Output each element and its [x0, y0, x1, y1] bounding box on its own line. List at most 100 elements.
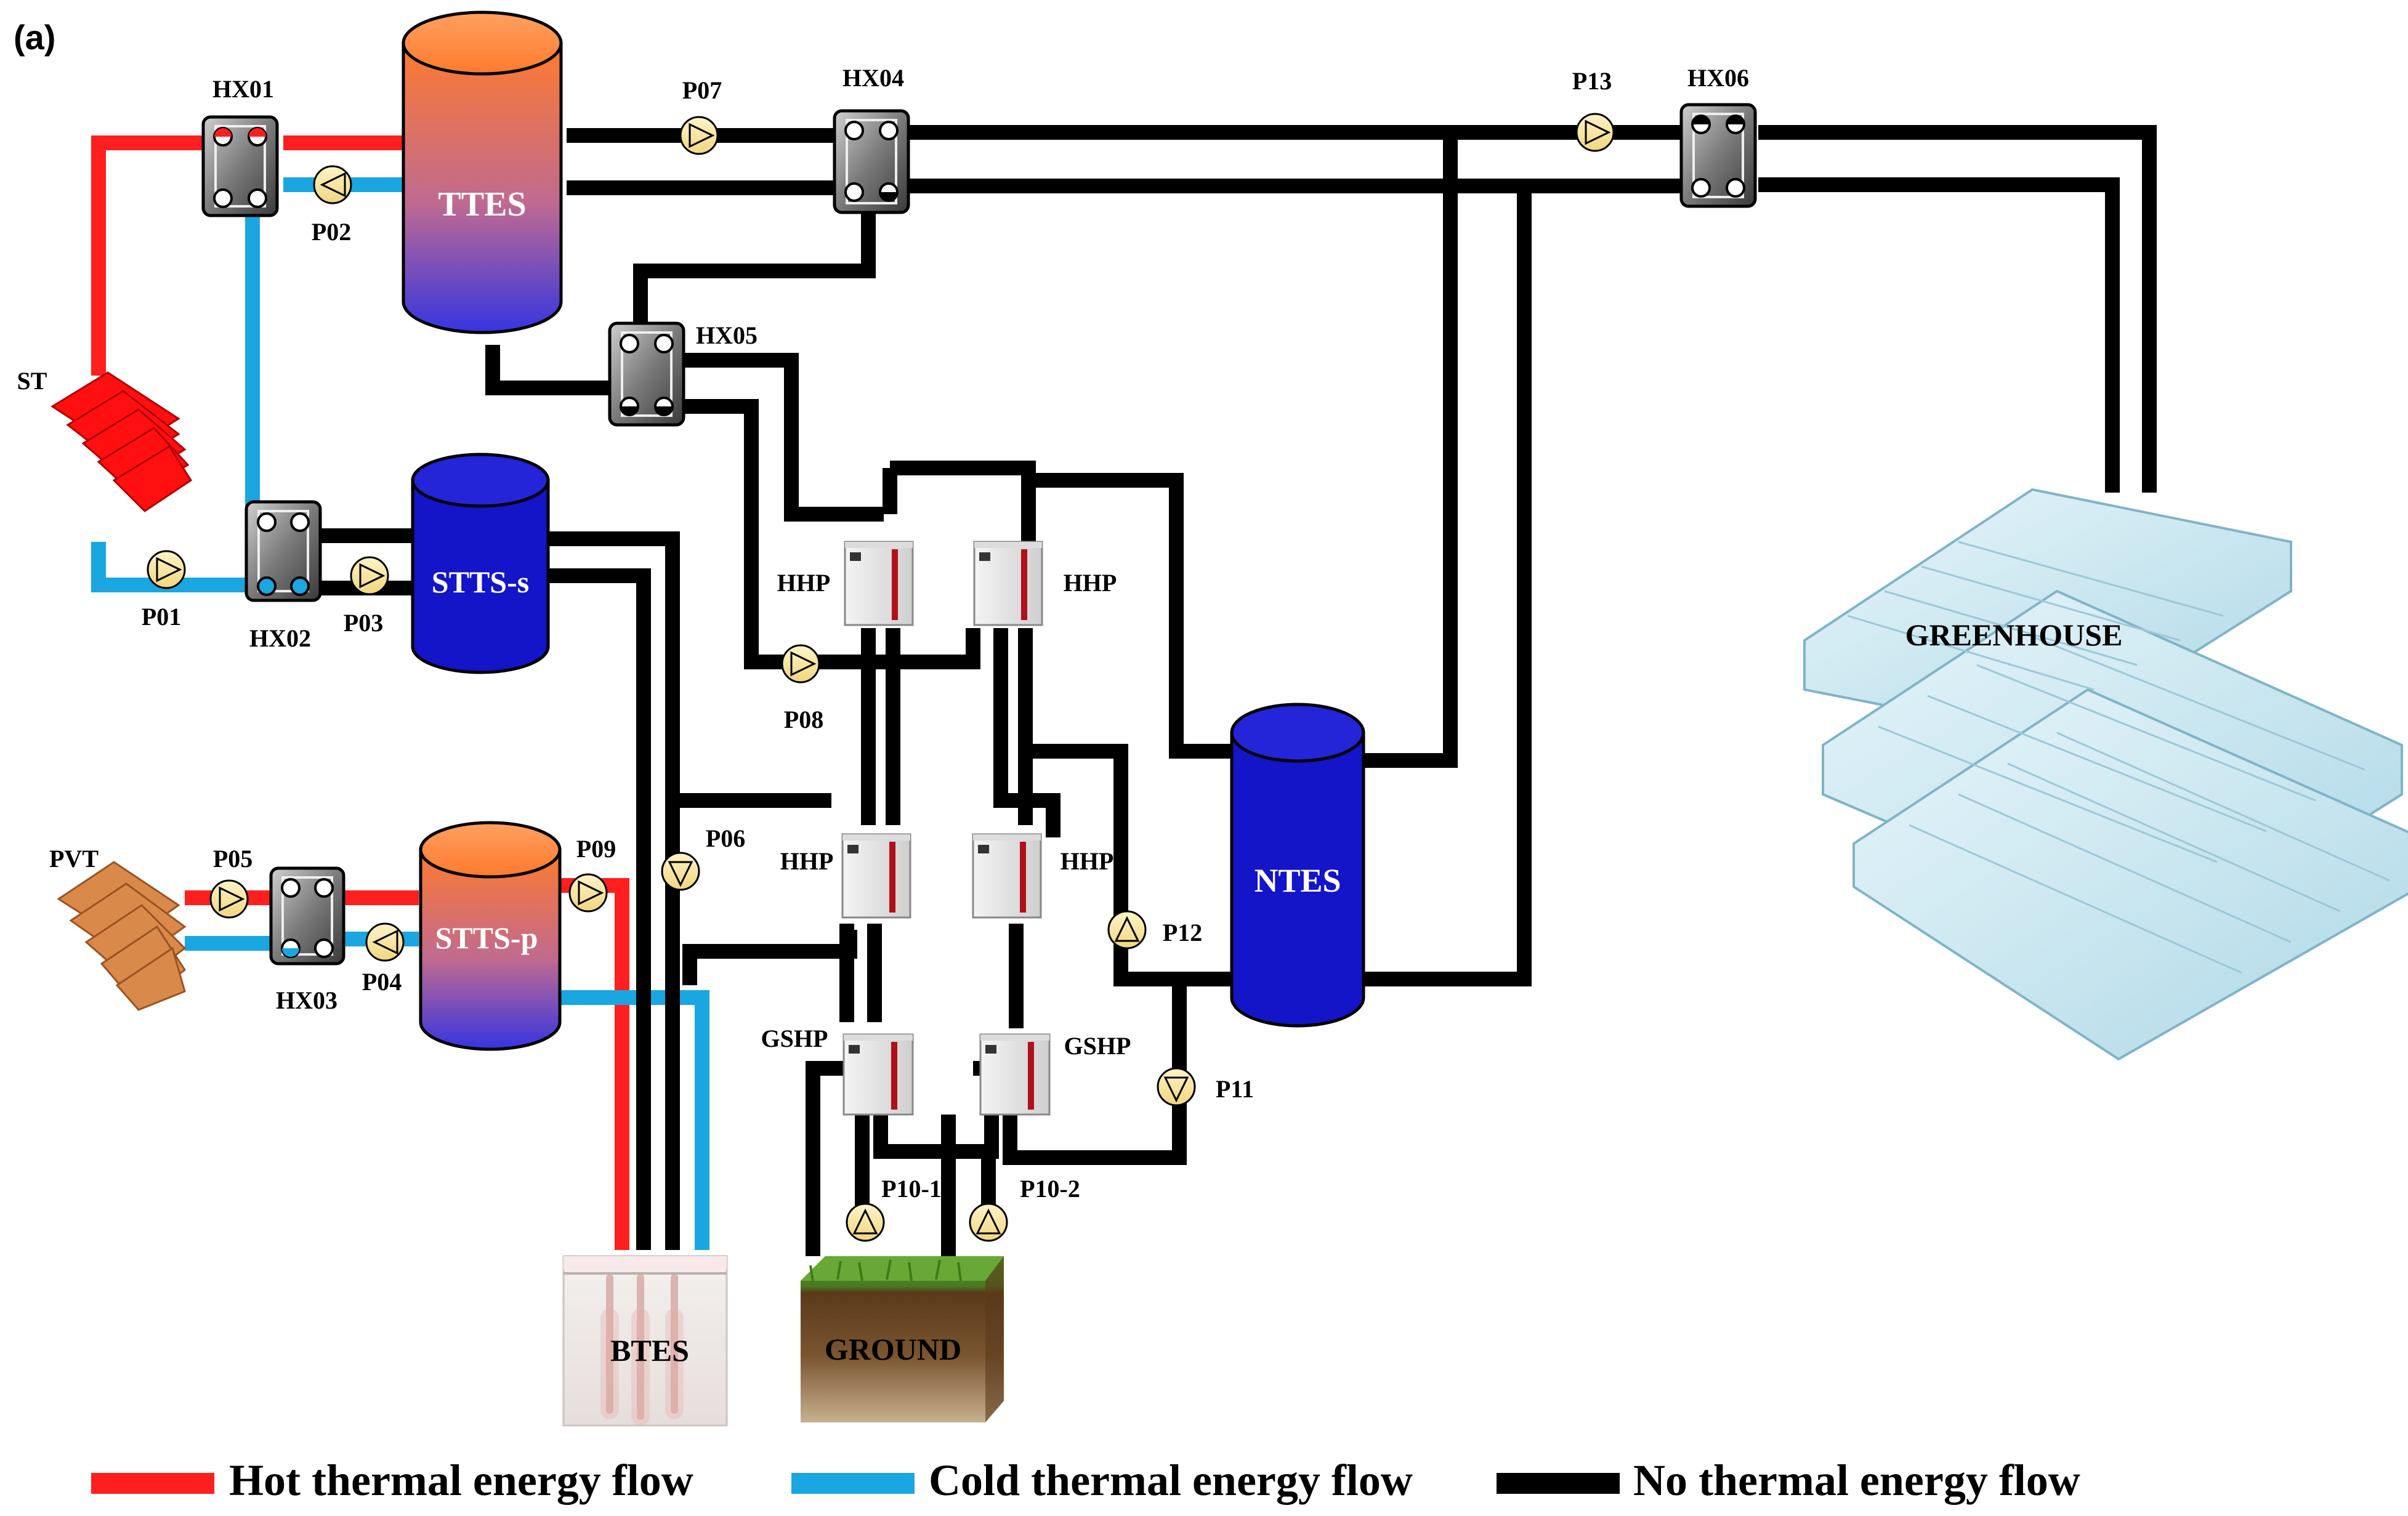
legend-swatch-hot — [91, 1473, 214, 1494]
hhp-3-label: HHP — [780, 847, 834, 875]
pump-p05: P05 — [209, 845, 253, 919]
pump-p12: P12 — [1107, 910, 1202, 950]
stts-p-label: STTS-p — [435, 921, 538, 955]
legend-item-none: No thermal energy flow — [1497, 1456, 2080, 1505]
p10-1-label: P10-1 — [881, 1175, 942, 1203]
pump-p08: P08 — [781, 644, 823, 733]
legend-swatch-none — [1497, 1473, 1620, 1494]
pump-p01: P01 — [142, 550, 186, 631]
hhp-4-label: HHP — [1061, 847, 1114, 875]
hx02: HX02 — [244, 500, 322, 652]
greenhouse-label: GREENHOUSE — [1905, 618, 2123, 652]
p09-label: P09 — [576, 835, 616, 863]
hhp-unit-3: HHP — [780, 833, 911, 919]
hx06: HX06 — [1679, 64, 1757, 208]
hhp-unit-4: HHP — [972, 833, 1114, 919]
legend: Hot thermal energy flow Cold thermal ene… — [91, 1456, 2080, 1505]
p12-label: P12 — [1163, 919, 1202, 946]
pumps: P01 P02 P03 P04 P05 P06 — [142, 67, 1615, 1242]
pipe-sttss-btes-1 — [548, 531, 680, 1250]
pipe-sttsp-btes-cold — [554, 990, 709, 1250]
ground: GROUND — [801, 1256, 1004, 1422]
pipe-hx06-greenhouse-2 — [1758, 177, 2120, 493]
pipe-ntes-hx04 — [1361, 132, 1458, 768]
hx01: HX01 — [201, 75, 279, 217]
legend-swatch-cold — [791, 1473, 915, 1494]
gshp-unit-2: GSHP — [979, 1032, 1131, 1116]
pipe-st-hx02-cold — [91, 542, 246, 592]
pump-p09: P09 — [568, 835, 616, 913]
pump-p03: P03 — [344, 556, 389, 637]
btes-label: BTES — [610, 1333, 689, 1368]
pipe-ttes-hx05 — [485, 345, 616, 395]
hx04-label: HX04 — [842, 64, 904, 92]
stts-s-label: STTS-s — [432, 565, 529, 599]
p07-label: P07 — [682, 76, 722, 104]
hhp-unit-2: HHP — [973, 541, 1117, 626]
pipe-hhp-col-p12 — [1025, 744, 1238, 986]
p08-label: P08 — [784, 706, 823, 733]
pipe-gshp-ground-1 — [806, 1061, 844, 1256]
pipe-sttss-btes-2 — [548, 568, 651, 1250]
tank-ttes: TTES — [402, 10, 563, 334]
pipe-btes-gshp — [682, 930, 857, 985]
pump-p06: P06 — [661, 825, 745, 891]
p05-label: P05 — [213, 845, 253, 873]
p04-label: P04 — [362, 968, 402, 996]
legend-label-hot: Hot thermal energy flow — [229, 1456, 693, 1505]
tank-ntes: NTES — [1230, 703, 1365, 1028]
pvt-label: PVT — [49, 845, 99, 873]
tank-stts-s: STTS-s — [411, 453, 550, 674]
pump-p11: P11 — [1157, 1067, 1254, 1107]
pipe-hx05-p08 — [684, 399, 980, 669]
pipe-hx06-greenhouse-1 — [1758, 125, 2157, 493]
p06-label: P06 — [706, 825, 745, 852]
solar-thermal-collector: ST — [17, 367, 193, 512]
pipe-hhp-loop-top — [883, 461, 1036, 554]
pipe-hhp-top-right — [1028, 473, 1238, 759]
btes: BTES — [562, 1255, 728, 1427]
legend-item-hot: Hot thermal energy flow — [91, 1456, 693, 1505]
hx03-label: HX03 — [276, 986, 337, 1014]
gshp-unit-1: GSHP — [761, 1025, 914, 1116]
legend-label-cold: Cold thermal energy flow — [929, 1456, 1413, 1505]
pvt-collector: PVT — [49, 845, 187, 1011]
tank-stts-p: STTS-p — [419, 821, 562, 1051]
hx04: HX04 — [833, 64, 910, 214]
pump-p04: P04 — [362, 922, 405, 996]
ntes-label: NTES — [1254, 862, 1341, 899]
hx05-label: HX05 — [696, 321, 758, 349]
ttes-label: TTES — [438, 185, 526, 224]
hhp-2-label: HHP — [1064, 569, 1117, 597]
p10-2-label: P10-2 — [1020, 1175, 1080, 1203]
hx02-label: HX02 — [249, 624, 311, 652]
legend-label-none: No thermal energy flow — [1633, 1456, 2080, 1505]
p11-label: P11 — [1216, 1075, 1254, 1103]
heat-pump-units: HHP HHP HHP HHP GSHP — [761, 541, 1131, 1116]
p03-label: P03 — [344, 609, 383, 637]
p01-label: P01 — [142, 603, 181, 631]
hx03: HX03 — [269, 866, 345, 1014]
greenhouse: GREENHOUSE — [1803, 488, 2408, 1061]
pump-p10-2: P10-2 — [969, 1175, 1080, 1242]
pump-p10-1: P10-1 — [846, 1175, 942, 1242]
pipe-ntes-hx06 — [1361, 186, 1532, 986]
st-label: ST — [17, 367, 47, 395]
hx01-label: HX01 — [212, 75, 274, 103]
hx05: HX05 — [608, 321, 758, 427]
p02-label: P02 — [312, 218, 351, 246]
ground-label: GROUND — [825, 1332, 961, 1366]
pipe-st-hx01-hot — [91, 135, 209, 376]
gshp-2-label: GSHP — [1064, 1032, 1131, 1060]
pump-p07: P07 — [679, 76, 722, 155]
hhp-1-label: HHP — [777, 569, 831, 597]
gshp-1-label: GSHP — [761, 1025, 828, 1052]
pump-p13: P13 — [1572, 67, 1615, 152]
hx06-label: HX06 — [1687, 64, 1749, 92]
pipe-hx04-hx05 — [633, 209, 876, 345]
p13-label: P13 — [1572, 67, 1612, 95]
pipe-hx05-hhp-top — [684, 353, 884, 522]
panel-label: (a) — [14, 18, 55, 57]
hhp-unit-1: HHP — [777, 541, 914, 626]
